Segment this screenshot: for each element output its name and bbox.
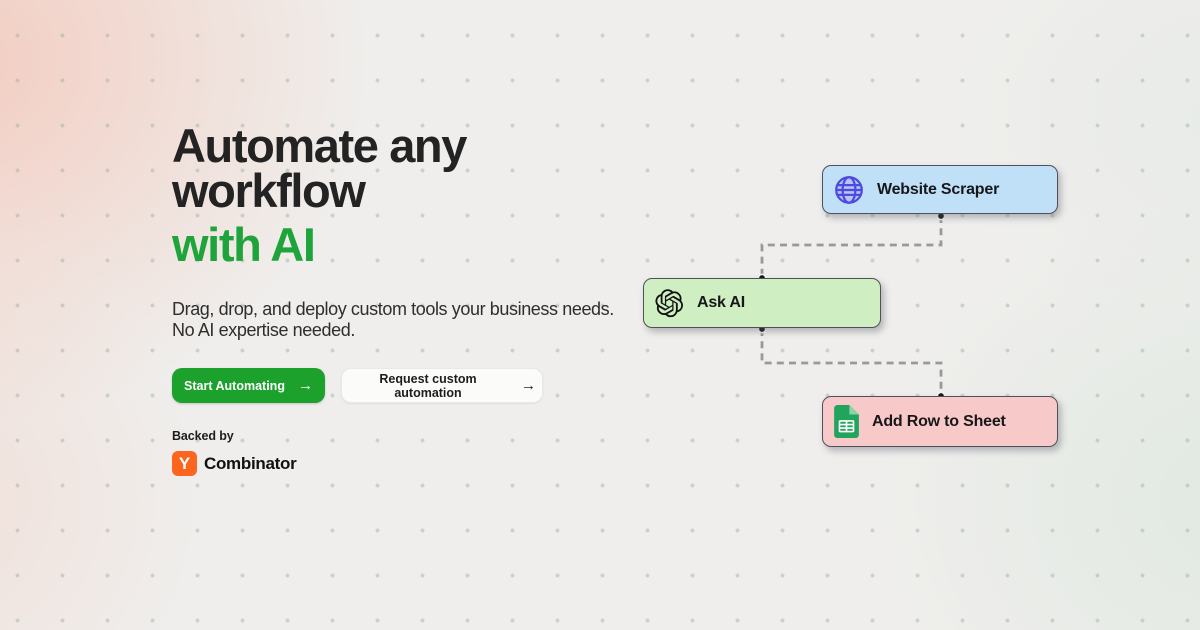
cta-row: Start Automating → Request custom automa… (172, 368, 543, 403)
title-line-1: Automate any (172, 119, 467, 172)
subtitle-line-2: No AI expertise needed. (172, 320, 355, 340)
workflow-node-add-row-to-sheet[interactable]: Add Row to Sheet (822, 396, 1058, 447)
y-combinator-name: Combinator (204, 453, 297, 473)
workflow-node-website-scraper[interactable]: Website Scraper (822, 165, 1058, 214)
request-custom-automation-label: Request custom automation (379, 371, 477, 400)
globe-icon (834, 175, 864, 205)
connector-askai-to-sheet (760, 329, 943, 396)
title-line-2: workflow (172, 164, 366, 217)
node-label: Website Scraper (877, 180, 1000, 198)
workflow-node-ask-ai[interactable]: Ask AI (643, 278, 881, 328)
subtitle-line-1: Drag, drop, and deploy custom tools your… (172, 299, 614, 319)
start-automating-label: Start Automating (184, 378, 285, 393)
yc-letter: Y (178, 453, 191, 473)
backed-by-section: Backed by Y Combinator (172, 429, 297, 476)
connector-scraper-to-askai (760, 216, 943, 278)
node-label: Ask AI (697, 294, 746, 311)
title-accent: with AI (172, 218, 316, 271)
page-title: Automate any workflow with AI (172, 119, 467, 271)
openai-icon (655, 288, 684, 318)
start-automating-button[interactable]: Start Automating → (172, 368, 325, 403)
y-combinator-badge: Y Combinator (172, 451, 297, 476)
request-custom-automation-button[interactable]: Request custom automation → (341, 368, 543, 403)
y-combinator-logo-icon: Y (172, 451, 197, 476)
arrow-right-icon: → (297, 377, 313, 394)
subtitle: Drag, drop, and deploy custom tools your… (172, 299, 614, 341)
google-sheets-icon (834, 405, 859, 438)
arrow-right-icon: → (521, 377, 536, 394)
node-label: Add Row to Sheet (872, 412, 1006, 430)
backed-by-label: Backed by (172, 429, 234, 443)
